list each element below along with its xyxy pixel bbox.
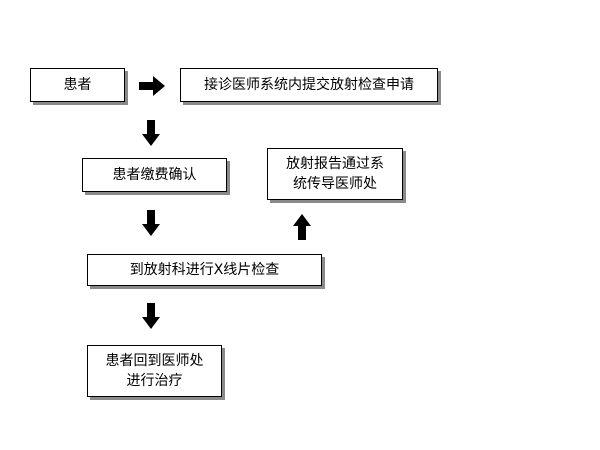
node-patient: 患者	[30, 68, 125, 102]
node-patient-label: 患者	[63, 77, 92, 93]
node-return: 患者回到医师处 进行治疗	[87, 345, 222, 397]
node-payment-label: 患者缴费确认	[112, 167, 197, 183]
node-submit-request-label: 接诊医师系统内提交放射检查申请	[204, 77, 414, 93]
node-report-line1: 放射报告通过系	[286, 156, 384, 172]
node-report-line2: 统传导医师处	[293, 176, 377, 192]
node-return-line2: 进行治疗	[126, 373, 183, 389]
node-report: 放射报告通过系 统传导医师处	[267, 148, 403, 200]
node-payment: 患者缴费确认	[82, 158, 227, 192]
node-xray: 到放射科进行X线片检查	[87, 254, 322, 286]
arrow-up-icon	[293, 214, 311, 240]
arrow-right-icon	[139, 76, 165, 96]
node-return-line1: 患者回到医师处	[105, 353, 204, 369]
node-submit-request: 接诊医师系统内提交放射检查申请	[180, 68, 438, 102]
arrow-down-icon	[142, 303, 160, 329]
node-xray-label: 到放射科进行X线片检查	[129, 262, 280, 278]
arrow-down-icon	[142, 120, 160, 146]
arrow-down-icon	[142, 210, 160, 236]
